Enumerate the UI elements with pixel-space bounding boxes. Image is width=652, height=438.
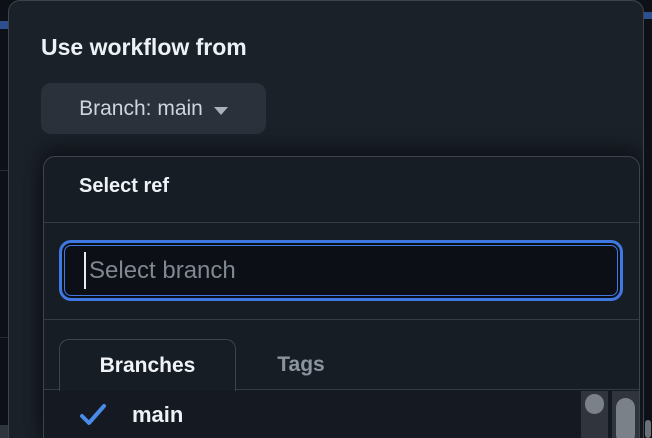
background-accent-blue-left — [0, 21, 8, 29]
background-divider — [0, 337, 8, 338]
ref-item-label: main — [132, 402, 184, 427]
select-ref-panel: Select ref Branches Tags main — [43, 156, 640, 438]
ref-tabs: Branches Tags — [44, 320, 639, 391]
page-background-right — [644, 0, 652, 438]
caret-down-icon — [213, 106, 228, 115]
background-accent-blue-right — [644, 12, 652, 19]
outer-scrollbar-track[interactable] — [612, 391, 639, 438]
tab-tags-label: Tags — [277, 352, 325, 376]
tab-tags[interactable]: Tags — [236, 339, 366, 390]
ref-search-section — [44, 223, 639, 320]
ref-list: main — [44, 390, 639, 438]
page-scrollbar-thumb[interactable] — [645, 420, 651, 438]
use-workflow-dropdown: Use workflow from Branch: main Select re… — [8, 0, 644, 438]
background-gray-block — [0, 425, 8, 438]
branch-selector-button[interactable]: Branch: main — [41, 83, 266, 134]
page-background-left — [0, 0, 8, 438]
outer-scrollbar-thumb[interactable] — [616, 398, 635, 438]
tab-branches-label: Branches — [99, 353, 196, 377]
ref-search-input[interactable] — [59, 240, 623, 301]
ref-list-item-main[interactable]: main — [44, 390, 639, 438]
tab-branches[interactable]: Branches — [59, 339, 236, 391]
background-divider — [0, 170, 8, 171]
inner-scrollbar-thumb[interactable] — [585, 394, 604, 414]
check-icon — [79, 402, 107, 428]
inner-scrollbar-track[interactable] — [581, 391, 608, 438]
use-workflow-title: Use workflow from — [41, 34, 247, 60]
select-ref-header: Select ref — [44, 157, 639, 223]
branch-selector-label: Branch: main — [79, 96, 203, 120]
select-ref-title: Select ref — [79, 175, 170, 197]
